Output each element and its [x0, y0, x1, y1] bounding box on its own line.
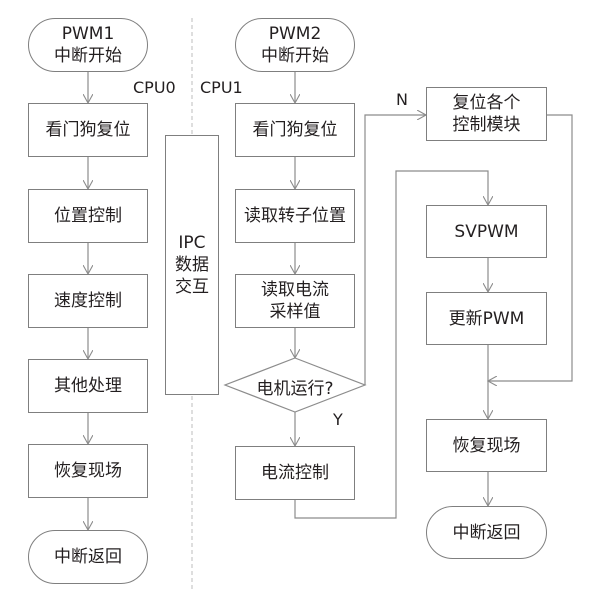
decision-diamond	[223, 357, 367, 413]
decision-motor-running-label: 电机运行?	[256, 379, 334, 399]
ipc-data-exchange-box: IPC 数据 交互	[165, 135, 219, 395]
pwm1-start-terminal: PWM1 中断开始	[28, 18, 148, 72]
svpwm-box: SVPWM	[426, 205, 547, 258]
reset-control-modules-box: 复位各个 控制模块	[426, 87, 547, 141]
read-current-sample-box: 读取电流 采样值	[235, 274, 355, 328]
read-rotor-position-box: 读取转子位置	[235, 189, 355, 243]
update-pwm-box: 更新PWM	[426, 292, 547, 345]
no-label: N	[396, 90, 408, 109]
right-restore-context-box: 恢复现场	[426, 419, 547, 472]
speed-control-box: 速度控制	[28, 274, 148, 328]
left-restore-context-box: 恢复现场	[28, 444, 148, 498]
cpu1-label: CPU1	[200, 78, 243, 97]
right-interrupt-return-terminal: 中断返回	[426, 506, 547, 559]
position-control-box: 位置控制	[28, 189, 148, 243]
pwm2-start-terminal: PWM2 中断开始	[235, 18, 355, 72]
left-watchdog-reset-box: 看门狗复位	[28, 103, 148, 157]
yes-label: Y	[333, 410, 343, 429]
cpu0-label: CPU0	[133, 78, 176, 97]
current-control-box: 电流控制	[235, 446, 355, 500]
mid-watchdog-reset-box: 看门狗复位	[235, 103, 355, 157]
left-interrupt-return-terminal: 中断返回	[28, 530, 148, 584]
other-processing-box: 其他处理	[28, 359, 148, 413]
